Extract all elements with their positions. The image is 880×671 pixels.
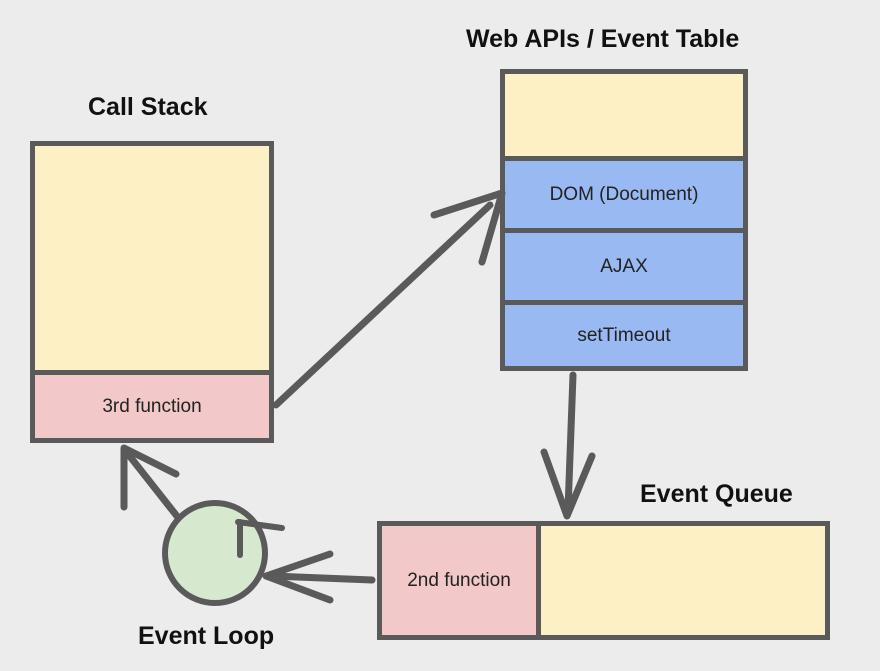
event-queue-item: 2nd function — [382, 526, 541, 635]
call-stack: 3rd function — [30, 141, 274, 443]
event-queue-title: Event Queue — [640, 480, 793, 508]
web-apis-table: DOM (Document) AJAX setTimeout — [500, 69, 748, 371]
web-api-dom: DOM (Document) — [505, 156, 743, 228]
call-stack-empty-area — [35, 146, 269, 370]
event-queue-empty-area — [541, 526, 825, 635]
event-loop-title: Event Loop — [138, 622, 275, 650]
arrow-stack-to-webapis — [272, 189, 506, 409]
web-apis-title: Web APIs / Event Table — [466, 25, 740, 53]
call-stack-item: 3rd function — [35, 370, 269, 438]
arrow-loop-to-stack — [120, 444, 184, 524]
web-api-ajax: AJAX — [505, 228, 743, 300]
event-loop-icon — [162, 500, 285, 606]
web-api-settimeout: setTimeout — [505, 300, 743, 366]
arrow-queue-to-loop — [262, 550, 376, 604]
web-apis-empty-slot — [505, 74, 743, 156]
arrow-webapis-to-queue — [540, 371, 596, 520]
call-stack-title: Call Stack — [88, 93, 208, 121]
event-queue: 2nd function — [377, 521, 830, 640]
